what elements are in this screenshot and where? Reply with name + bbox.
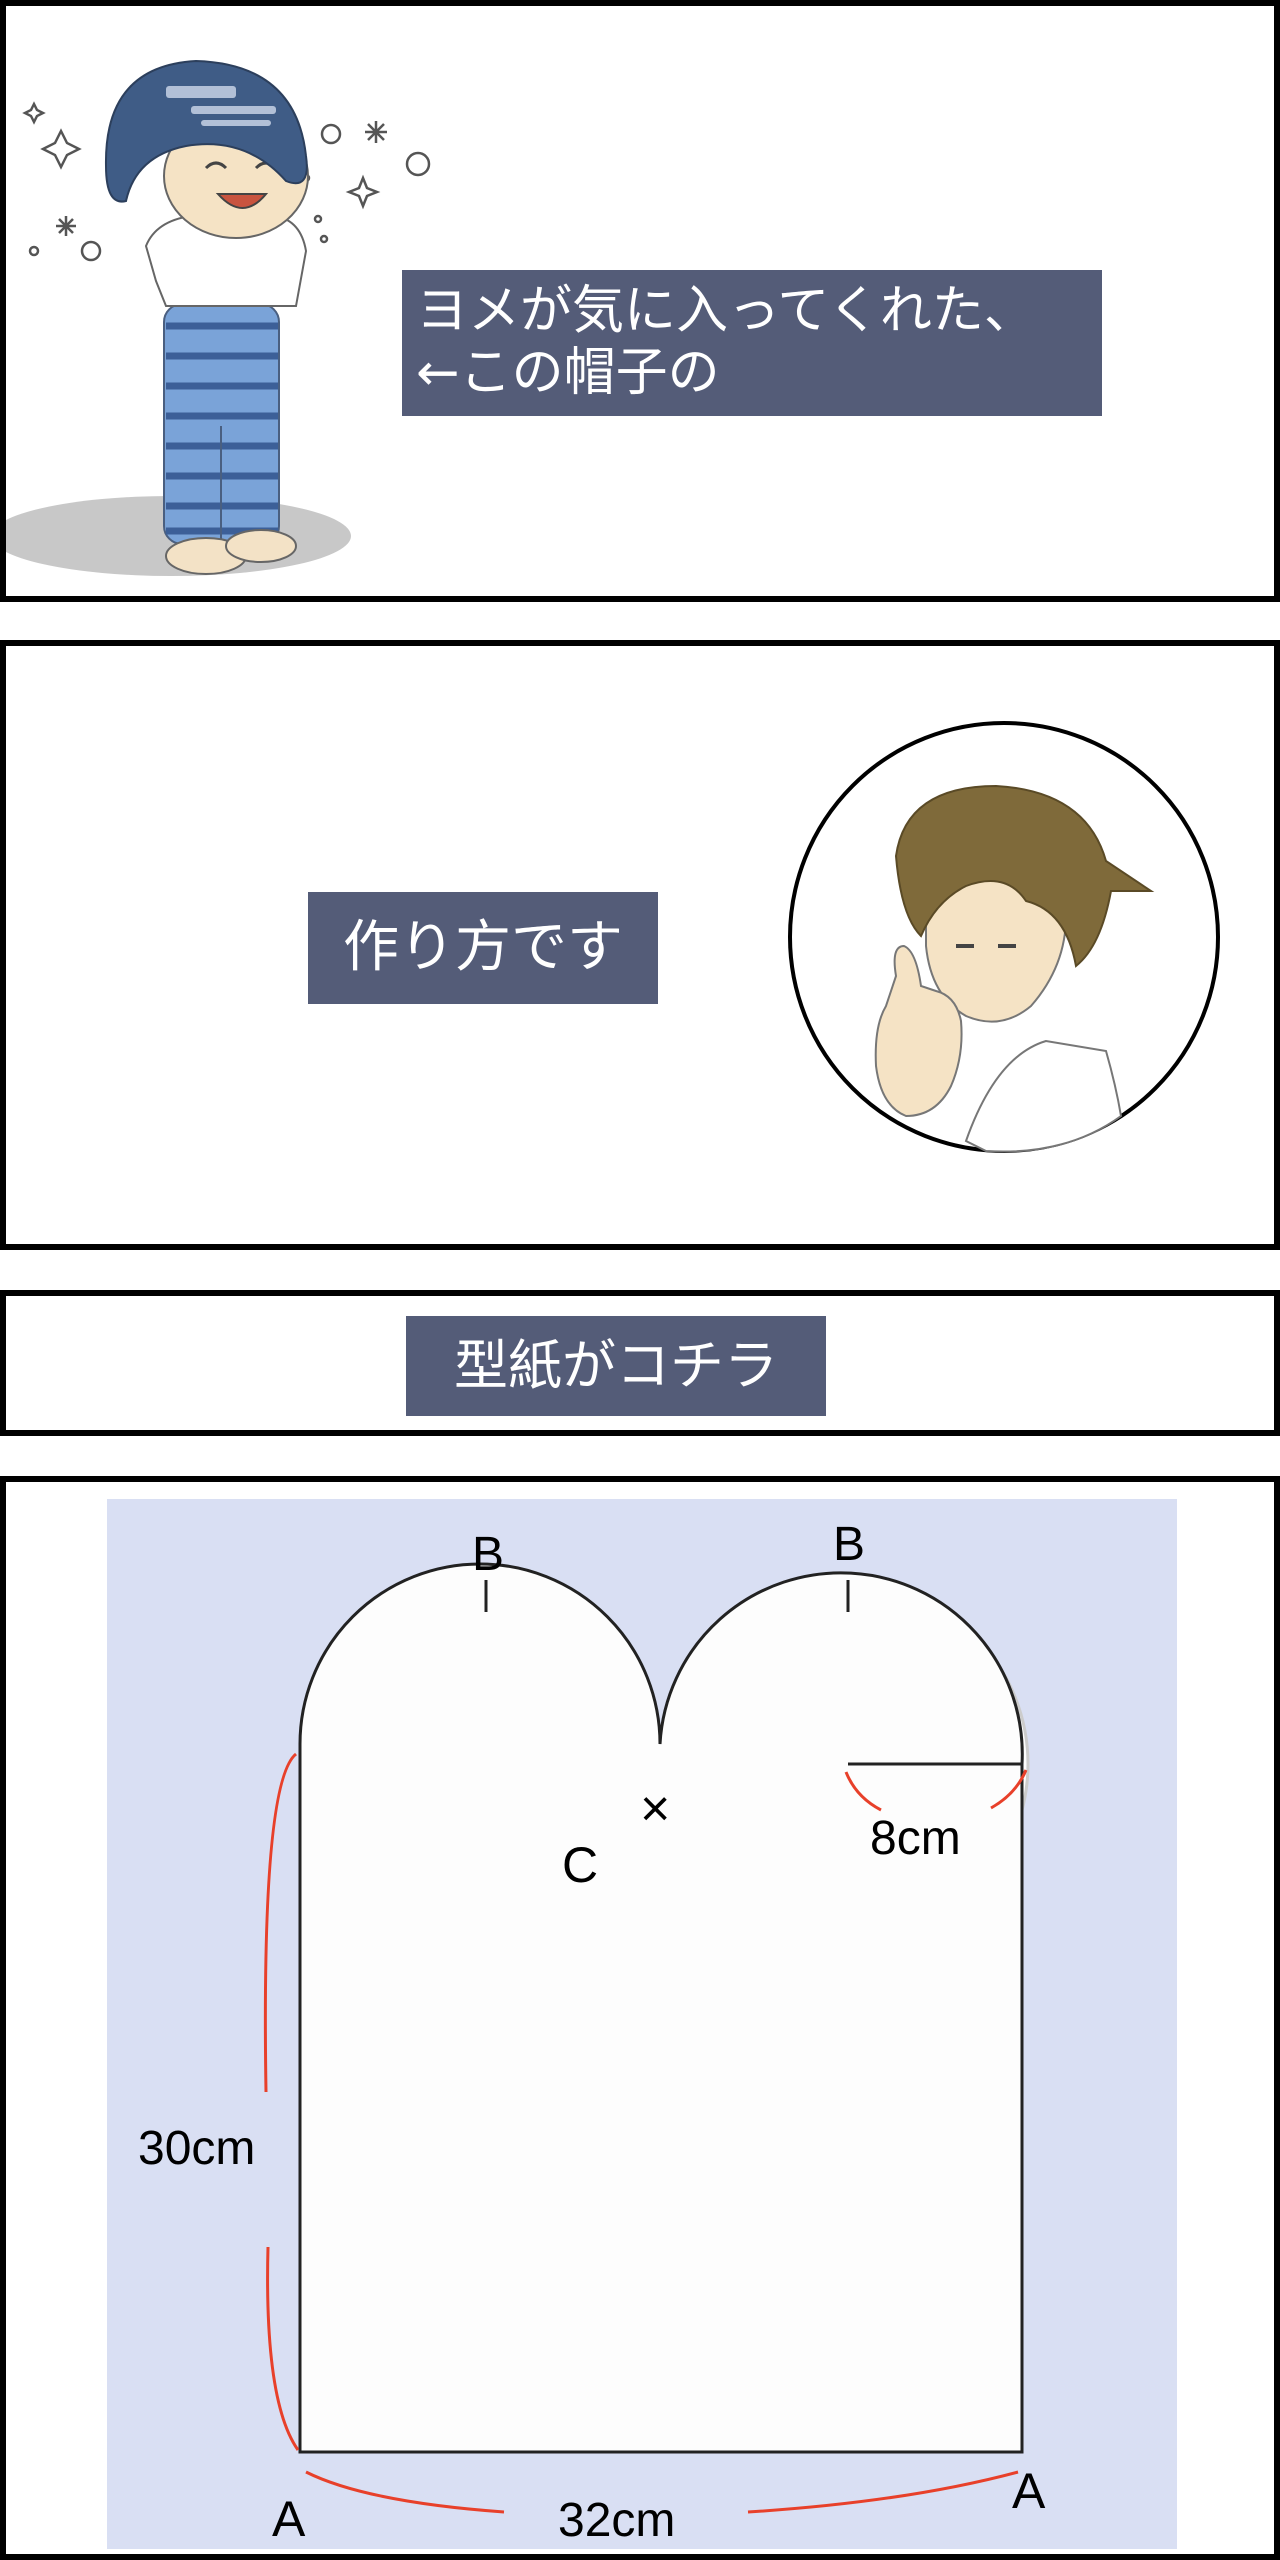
height-arc-bottom: [266, 2246, 300, 2451]
panel-4: B B × C 8cm 30cm A 32cm A: [0, 1476, 1280, 2560]
radius-arc-right: [990, 1769, 1028, 1810]
label-a-left: A: [272, 2491, 306, 2547]
panel1-illustration: [6, 59, 431, 576]
caption-line-1: ヨメが気に入ってくれた、: [416, 281, 1036, 341]
caption-text: 型紙がコチラ: [454, 1334, 778, 1397]
mark-x: ×: [640, 1780, 670, 1838]
caption-panel-1: ヨメが気に入ってくれた、 ←この帽子の: [402, 270, 1102, 416]
character-mouth: [215, 193, 269, 209]
caption-line-2: ←この帽子の: [416, 343, 720, 403]
sparkles-icon: [22, 101, 431, 262]
width-arc-left: [305, 2470, 505, 2514]
beanie-hat-icon: [104, 59, 308, 203]
label-height: 30cm: [138, 2122, 255, 2175]
label-c: C: [562, 1837, 598, 1893]
height-arc-top: [263, 1752, 298, 2093]
pattern-outline: [298, 1562, 1024, 2454]
label-b-right: B: [833, 1518, 865, 1571]
portrait-shirt: [964, 1039, 1123, 1153]
pointing-hand-icon: [874, 944, 963, 1118]
panel-1: ヨメが気に入ってくれた、 ←この帽子の: [0, 0, 1280, 602]
label-radius: 8cm: [870, 1812, 961, 1865]
label-width: 32cm: [558, 2494, 675, 2547]
sewing-pattern-diagram: B B × C 8cm 30cm A 32cm A: [107, 1499, 1177, 2549]
panel-3: 型紙がコチラ: [0, 1290, 1280, 1436]
character-pants: [163, 303, 280, 545]
beanie-print: [166, 86, 276, 126]
character-feet: [165, 529, 297, 575]
label-b-left: B: [472, 1528, 504, 1581]
portrait-hair: [894, 784, 1155, 968]
caption-panel-2: 作り方です: [308, 892, 658, 1004]
radius-arc-left: [844, 1771, 882, 1812]
panel2-illustration: [788, 721, 1220, 1153]
caption-panel-3: 型紙がコチラ: [406, 1316, 826, 1416]
caption-text: 作り方です: [343, 915, 623, 980]
width-arc-right: [747, 2470, 1019, 2514]
panel-2: 作り方です: [0, 640, 1280, 1250]
label-a-right: A: [1012, 2463, 1046, 2519]
